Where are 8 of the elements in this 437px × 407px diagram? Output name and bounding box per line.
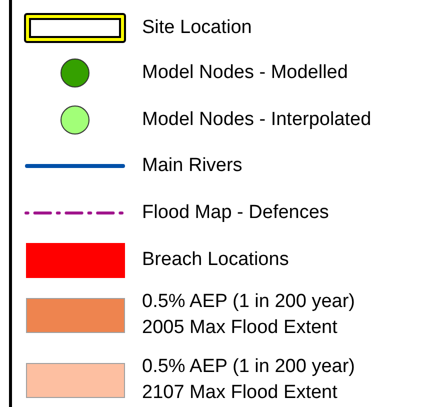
legend-label: 0.5% AEP (1 in 200 year) 2107 Max Flood Extent — [142, 355, 356, 405]
legend-label: Model Nodes - Modelled — [142, 61, 348, 85]
legend-label: Main Rivers — [142, 154, 242, 178]
legend-label: Flood Map - Defences — [142, 201, 329, 225]
legend-label: Breach Locations — [142, 248, 289, 272]
legend-label: Model Nodes - Interpolated — [142, 108, 372, 132]
legend-label: Site Location — [142, 16, 252, 40]
legend-label: 0.5% AEP (1 in 200 year) 2005 Max Flood Extent — [142, 290, 356, 340]
